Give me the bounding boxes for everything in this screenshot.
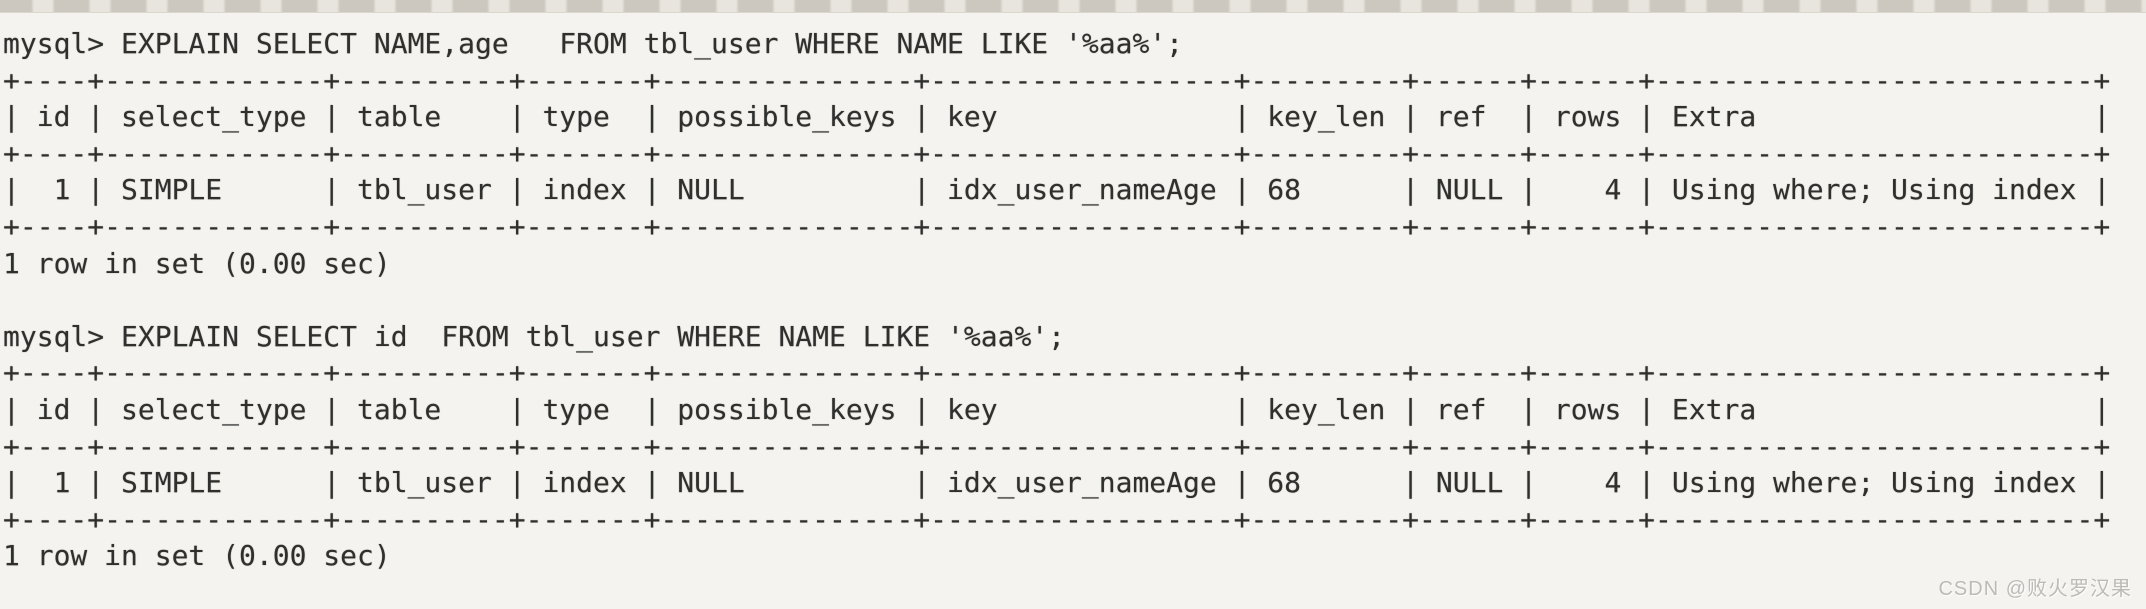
terminal-viewport: mysql> EXPLAIN SELECT NAME,age FROM tbl_… xyxy=(0,12,2146,609)
command-line: mysql> EXPLAIN SELECT id FROM tbl_user W… xyxy=(3,319,1066,353)
table-border: +----+-------------+----------+-------+-… xyxy=(3,136,2111,170)
table-border: +----+-------------+----------+-------+-… xyxy=(3,429,2111,463)
command-line: mysql> EXPLAIN SELECT NAME,age FROM tbl_… xyxy=(3,27,1184,60)
terminal-output: mysql> EXPLAIN SELECT NAME,age FROM tbl_… xyxy=(0,12,2146,575)
watermark: CSDN @败火罗汉果 xyxy=(1938,578,2132,600)
table-border: +----+-------------+----------+-------+-… xyxy=(3,502,2111,536)
table-data-row: | 1 | SIMPLE | tbl_user | index | NULL |… xyxy=(3,466,2111,500)
status-line: 1 row in set (0.00 sec) xyxy=(3,246,391,280)
status-line: 1 row in set (0.00 sec) xyxy=(3,539,391,573)
table-header-row: | id | select_type | table | type | poss… xyxy=(3,392,2111,426)
table-header-row: | id | select_type | table | type | poss… xyxy=(3,100,2111,134)
table-border: +----+-------------+----------+-------+-… xyxy=(3,209,2111,243)
table-border: +----+-------------+----------+-------+-… xyxy=(3,356,2111,390)
table-border: +----+-------------+----------+-------+-… xyxy=(3,63,2111,97)
table-data-row: | 1 | SIMPLE | tbl_user | index | NULL |… xyxy=(3,173,2111,207)
window-top-bar xyxy=(0,0,2146,13)
